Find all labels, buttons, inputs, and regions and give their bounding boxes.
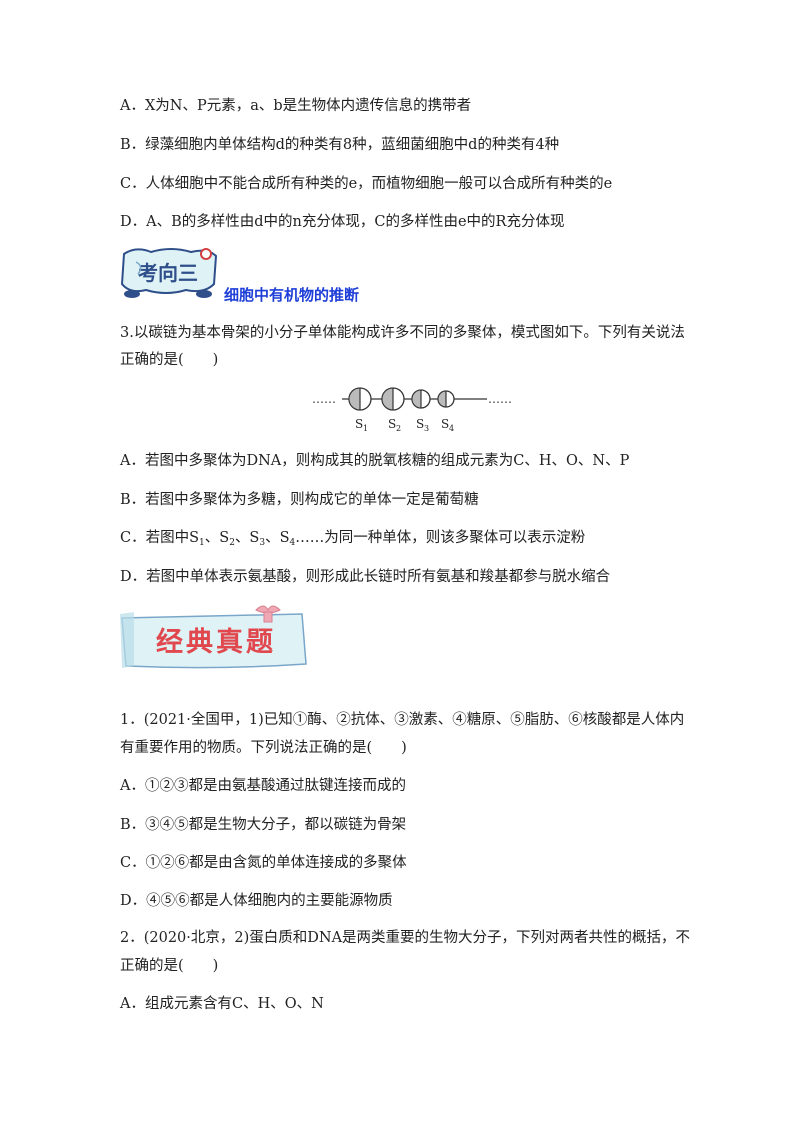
q3-option-c-part2: 、S — [234, 530, 260, 546]
classic-q2-stem-line1: 2．(2020·北京，2)蛋白质和DNA是两类重要的生物大分子，下列对两者共性的… — [120, 930, 691, 946]
classic-q1-option-c: C．①②⑥都是由含氮的单体连接成的多聚体 — [120, 855, 407, 871]
q3-option-c-prefix: C．若图中S — [120, 530, 200, 546]
classic-q1-stem-line2: 有重要作用的物质。下列说法正确的是( ) — [120, 740, 407, 756]
diagram-label-s2: S — [388, 417, 396, 431]
prev-option-a: A．X为N、P元素，a、b是生物体内遗传信息的携带者 — [120, 98, 472, 114]
badge-wheel-right-icon — [196, 290, 212, 298]
monomer-s4 — [437, 390, 455, 408]
monomer-s3 — [411, 389, 431, 409]
q3-option-c: C．若图中S1、S2、S3、S4……为同一种单体，则该多聚体可以表示淀粉 — [120, 528, 585, 553]
q3-stem-line2: 正确的是( ) — [120, 352, 219, 368]
diagram-sub-2: 2 — [396, 424, 401, 433]
classic-q2-stem-line2: 正确的是( ) — [120, 958, 219, 974]
q3-option-c-sub4: 4 — [289, 538, 296, 548]
diagram-dots-left: …… — [312, 392, 336, 406]
monomer-s1 — [348, 387, 372, 411]
q3-option-d: D．若图中单体表示氨基酸，则形成此长链时所有氨基和羧基都参与脱水缩合 — [120, 569, 611, 585]
section-badge: 考向三 — [120, 248, 218, 298]
diagram-label-s3: S — [416, 417, 424, 431]
diagram-label-s1: S — [355, 417, 363, 431]
diagram-dots-right: …… — [488, 392, 512, 406]
q3-option-a: A．若图中多聚体为DNA，则构成其的脱氧核糖的组成元素为C、H、O、N、P — [120, 453, 630, 469]
q3-stem-line1: 3.以碳链为基本骨架的小分子单体能构成许多不同的多聚体，模式图如下。下列有关说法 — [120, 325, 685, 341]
polymer-diagram: …… …… S 1 S 2 S 3 S 4 — [312, 387, 512, 433]
q3-option-b: B．若图中多聚体为多糖，则构成它的单体一定是葡萄糖 — [120, 492, 479, 508]
badge-text: 考向三 — [138, 261, 198, 285]
classic-q1-option-d: D．④⑤⑥都是人体细胞内的主要能源物质 — [120, 893, 393, 909]
diagram-sub-1: 1 — [363, 424, 368, 433]
badge-wheel-left-icon — [124, 290, 140, 298]
diagram-label-s4: S — [441, 417, 449, 431]
diagram-sub-3: 3 — [424, 424, 429, 433]
diagram-sub-4: 4 — [449, 424, 454, 433]
q3-option-c-part1: 、S — [204, 530, 230, 546]
classic-q1-option-b: B．③④⑤都是生物大分子，都以碳链为骨架 — [120, 817, 407, 833]
section-title: 细胞中有机物的推断 — [224, 286, 360, 304]
prev-option-c: C．人体细胞中不能合成所有种类的e，而植物细胞一般可以合成所有种类的e — [120, 176, 613, 192]
q3-option-c-part3: 、S — [265, 530, 290, 546]
prev-option-d: D．A、B的多样性由d中的n充分体现，C的多样性由e中的R充分体现 — [120, 214, 565, 230]
q3-option-c-sub1: 1 — [199, 538, 205, 548]
q3-option-c-part4: ……为同一种单体，则该多聚体可以表示淀粉 — [295, 530, 586, 546]
classic-q1-option-a: A．①②③都是由氨基酸通过肽键连接而成的 — [120, 778, 406, 794]
badge-pin-icon — [200, 248, 212, 260]
q3-option-c-sub2: 2 — [229, 538, 235, 548]
classic-banner: 经典真题 — [120, 605, 307, 669]
classic-q2-option-a: A．组成元素含有C、H、O、N — [120, 996, 324, 1012]
classic-q1-stem-line1: 1．(2021·全国甲，1)已知①酶、②抗体、③激素、④糖原、⑤脂肪、⑥核酸都是… — [120, 712, 685, 728]
monomer-s2 — [381, 387, 405, 411]
q3-option-c-sub3: 3 — [259, 538, 266, 548]
classic-title: 经典真题 — [156, 626, 276, 658]
bow-icon — [255, 605, 281, 623]
prev-option-b: B．绿藻细胞内单体结构d的种类有8种，蓝细菌细胞中d的种类有4种 — [120, 137, 560, 153]
